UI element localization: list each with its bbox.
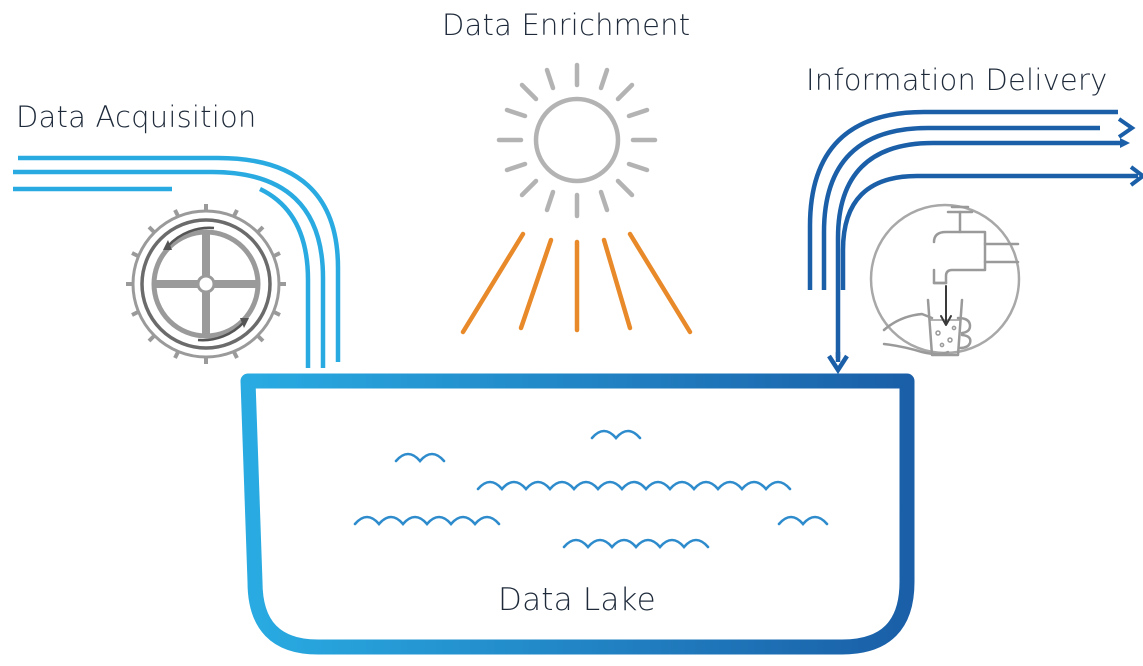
data-lake-label: Data Lake (498, 582, 656, 618)
data-acquisition-label: Data Acquisition (16, 100, 257, 134)
sun-icon (496, 62, 658, 219)
delivery-lower-stream (840, 173, 1138, 290)
water-wheel-icon (126, 204, 286, 364)
delivery-down-arrow (827, 354, 849, 375)
sun-rays (460, 231, 693, 335)
delivery-right-arrow (1117, 117, 1136, 139)
lake-basin (240, 373, 915, 655)
delivery-right-arrow-2 (1129, 165, 1143, 187)
delivery-stream (807, 109, 1130, 362)
faucet-glass-icon (869, 203, 1021, 357)
waves-icon (353, 429, 829, 549)
data-enrichment-label: Data Enrichment (442, 8, 691, 42)
acquisition-stream (13, 155, 341, 368)
information-delivery-label: Information Delivery (806, 63, 1108, 97)
